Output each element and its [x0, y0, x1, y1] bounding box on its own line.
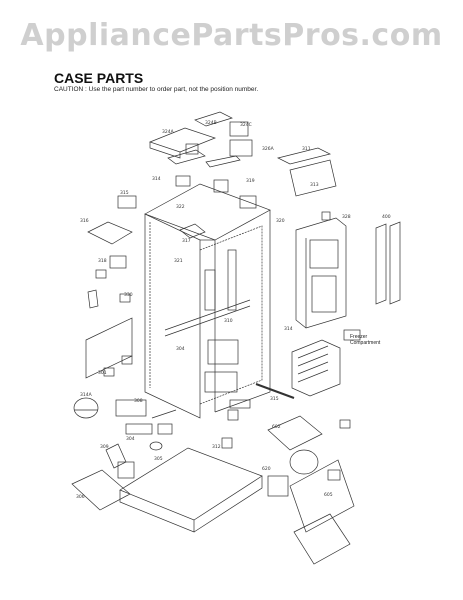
svg-text:324C: 324C	[240, 122, 252, 128]
svg-text:322: 322	[176, 204, 185, 210]
page-title: CASE PARTS	[54, 70, 144, 86]
svg-text:400: 400	[382, 214, 391, 220]
svg-text:311: 311	[302, 146, 311, 152]
svg-text:314: 314	[152, 176, 161, 182]
svg-text:321: 321	[174, 258, 183, 264]
top-cover-parts	[148, 111, 253, 193]
evaporator-assembly	[276, 147, 401, 329]
svg-text:309: 309	[100, 444, 109, 450]
svg-text:317: 317	[182, 238, 191, 244]
svg-text:320: 320	[276, 218, 285, 224]
svg-text:313: 313	[310, 182, 319, 188]
watermark: AppliancePartsPros.com	[20, 18, 443, 53]
freezer-compartment-parts	[291, 329, 361, 397]
svg-text:330: 330	[124, 292, 133, 298]
svg-text:324A: 324A	[162, 129, 175, 135]
svg-text:315: 315	[270, 396, 279, 402]
svg-text:304: 304	[126, 436, 135, 442]
svg-text:312: 312	[212, 444, 221, 450]
refrigerator-cabinet	[144, 183, 271, 419]
svg-text:316: 316	[80, 218, 89, 224]
svg-text:315: 315	[120, 190, 129, 196]
freezer-note-line-1: Freezer	[350, 334, 368, 340]
svg-text:326A: 326A	[262, 146, 275, 152]
svg-text:306: 306	[76, 494, 85, 500]
svg-text:605: 605	[324, 492, 333, 498]
svg-text:301: 301	[98, 370, 107, 376]
position-labels: 324A 324B 324C 326A 311 313 315 316 314 …	[76, 120, 391, 500]
left-side-parts	[85, 195, 137, 379]
svg-text:620: 620	[262, 466, 271, 472]
svg-text:328: 328	[342, 214, 351, 220]
svg-text:308: 308	[134, 398, 143, 404]
svg-text:304: 304	[176, 346, 185, 352]
freezer-compartment-note: Freezer Compartment	[350, 334, 381, 346]
svg-text:314A: 314A	[80, 392, 93, 398]
svg-text:305: 305	[154, 456, 163, 462]
svg-text:318: 318	[98, 258, 107, 264]
svg-text:310: 310	[224, 318, 233, 324]
caution-note: CAUTION : Use the part number to order p…	[54, 86, 259, 93]
freezer-note-line-2: Compartment	[350, 340, 381, 346]
dispenser-assembly	[267, 415, 355, 565]
machine-compartment-parts	[71, 383, 295, 533]
svg-text:314: 314	[284, 326, 293, 332]
svg-text:319: 319	[246, 178, 255, 184]
svg-text:324B: 324B	[205, 120, 217, 126]
svg-text:602: 602	[272, 424, 281, 430]
